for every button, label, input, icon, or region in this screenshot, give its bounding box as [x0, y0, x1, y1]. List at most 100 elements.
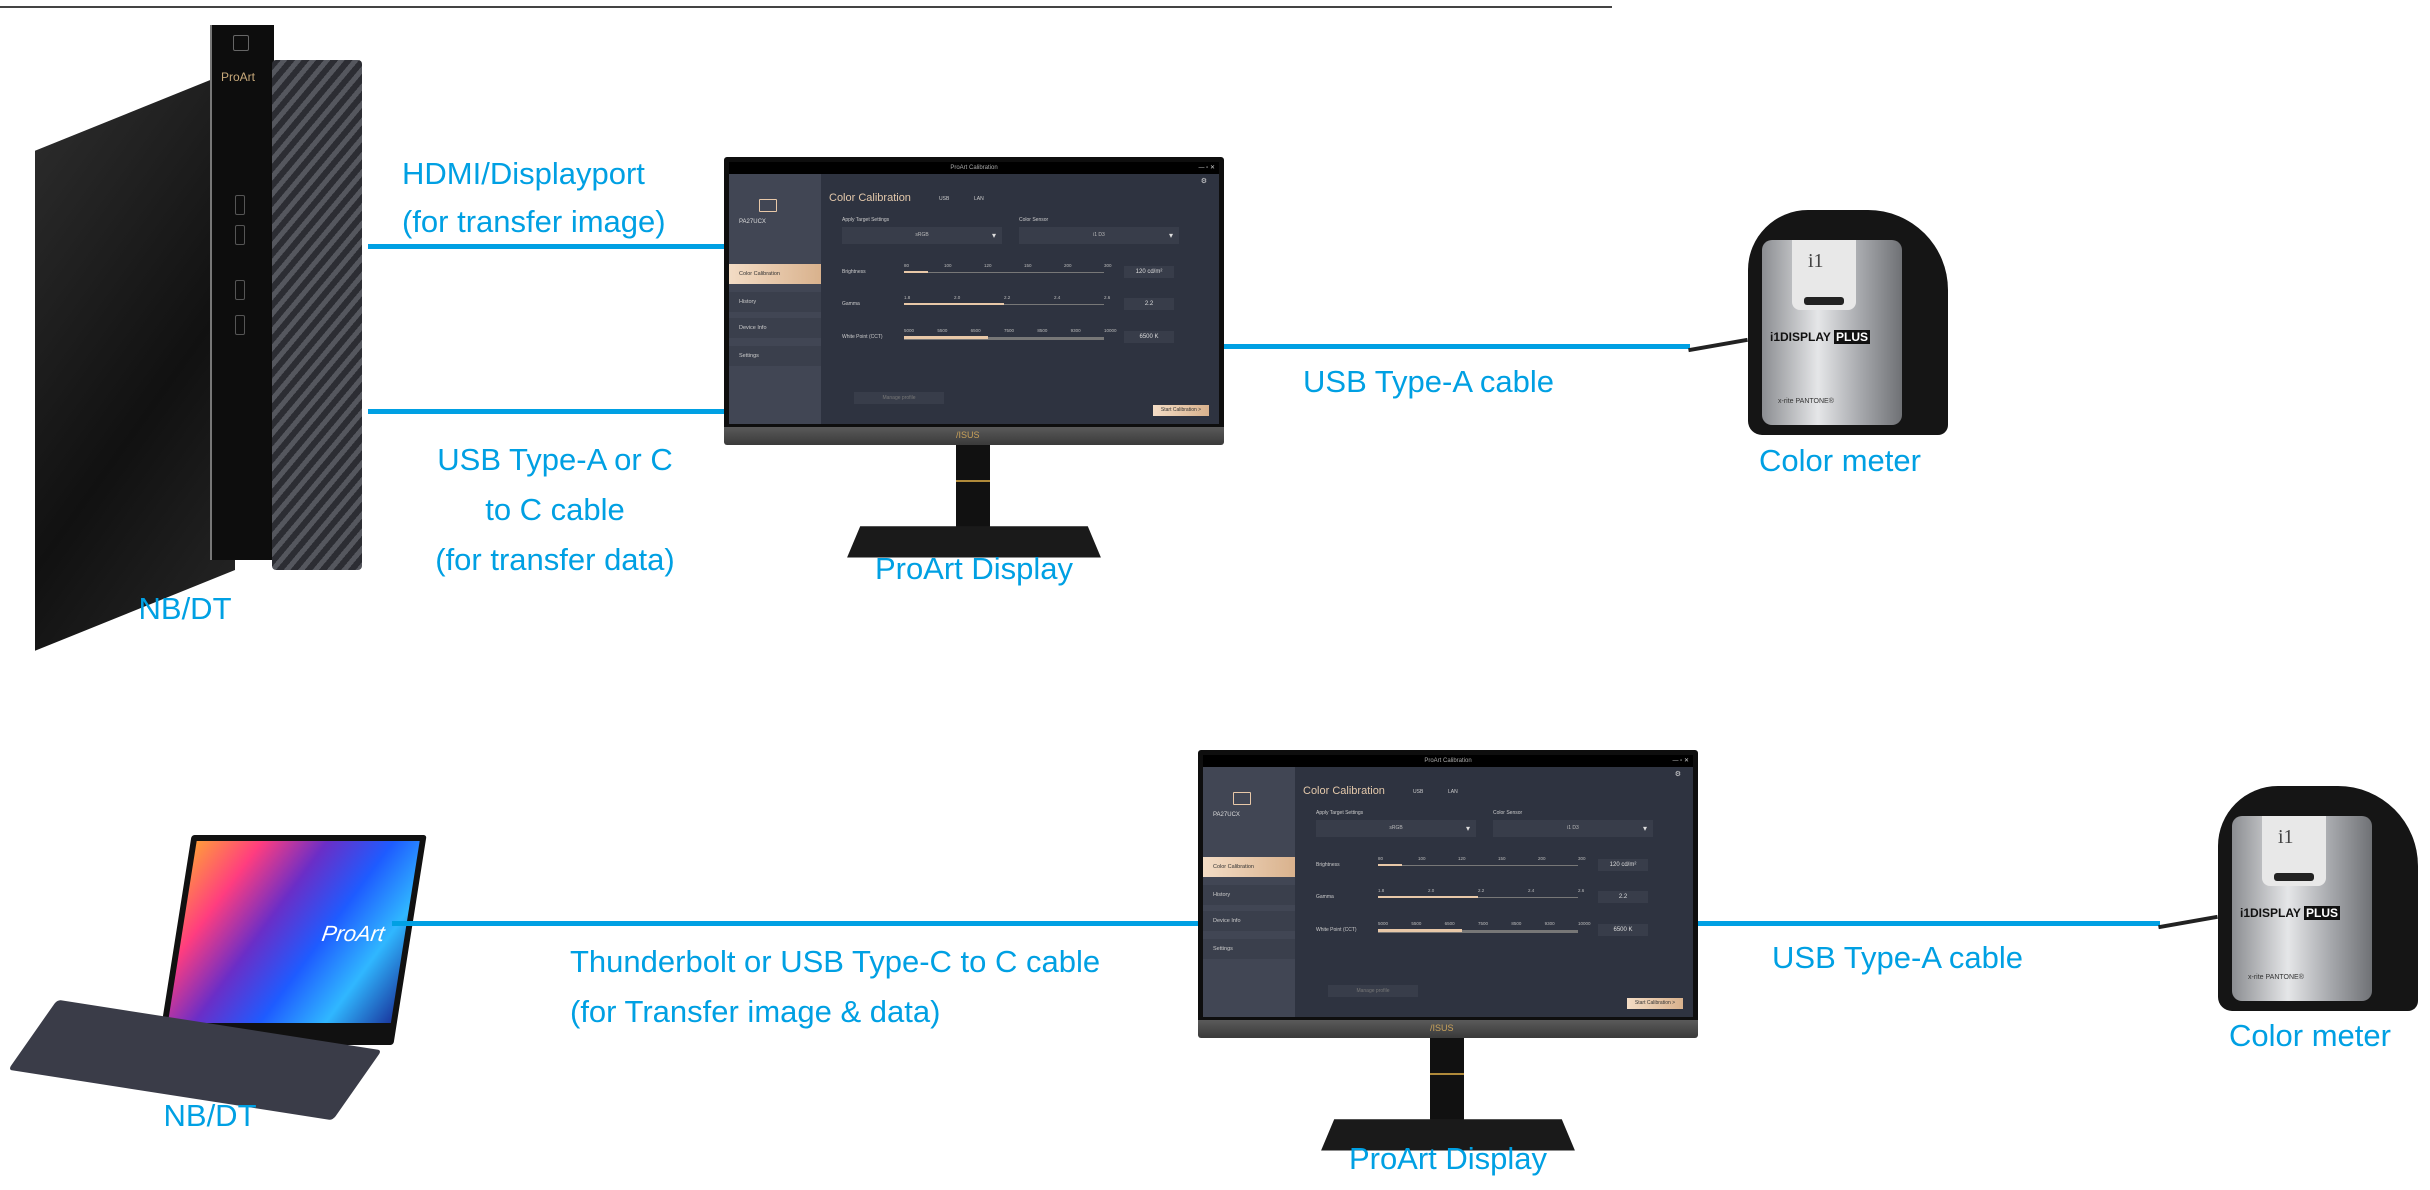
meter-wire-1 [1688, 337, 1748, 353]
slider-tick-label: 2.4 [1054, 295, 1061, 300]
tab-usb[interactable]: USB [1413, 789, 1424, 795]
sidebar-item-color-calibration[interactable]: Color Calibration [729, 264, 821, 284]
device-selector[interactable]: PA27UCX [1213, 812, 1240, 818]
tower-front-panel [210, 25, 274, 560]
source-label-1: NB/DT [138, 591, 232, 626]
color-sensor-dropdown[interactable]: i1 D3 [1019, 227, 1179, 244]
proart-display-1: ProArt Calibration — ▫ ✕ PA27UCX Color C… [724, 157, 1224, 597]
slider-tick-label: 5500 [937, 328, 948, 333]
slider-tick-label: 1.8 [904, 295, 911, 300]
usb-port-icon [235, 315, 245, 335]
hdmi-cable-label-2: (for transfer image) [402, 204, 666, 239]
tab-lan[interactable]: LAN [1448, 789, 1458, 795]
window-controls[interactable]: — ▫ ✕ [1672, 758, 1690, 764]
slider-tick-label: 6500 [970, 328, 981, 333]
slider-tick-label: 2.6 [1578, 888, 1585, 893]
slider-tick-label: 2.2 [1004, 295, 1011, 300]
window-controls[interactable]: — ▫ ✕ [1198, 165, 1216, 171]
meter-cable-line-2 [1698, 921, 2160, 926]
tab-usb[interactable]: USB [939, 196, 950, 202]
target-settings-label: Apply Target Settings [1316, 810, 1364, 816]
monitor-stand-neck [1430, 1038, 1464, 1123]
manage-profile-button[interactable]: Manage profile [854, 392, 944, 404]
hdmi-cable-label-1: HDMI/Displayport [402, 156, 645, 191]
display-label-1: ProArt Display [874, 551, 1074, 586]
slider-tick-label: 100 [1418, 856, 1426, 861]
slider-tick-label: 120 [984, 263, 992, 268]
slider-tick-label: 200 [1064, 263, 1072, 268]
color-sensor-dropdown[interactable]: i1 D3 [1493, 820, 1653, 837]
settings-gear-icon[interactable]: ⚙ [1200, 178, 1207, 185]
white-point-value: 6500 K [1124, 331, 1174, 343]
color-meter-2: i1 i1DISPLAY PLUS x-rite PANTONE® [2218, 786, 2418, 1016]
i1-logo-icon: i1 [1808, 250, 1824, 272]
slider-fill [904, 303, 1004, 305]
slider-tick-label: 10000 [1578, 921, 1591, 926]
slider-fill [904, 336, 988, 339]
slider-tick-label: 2.0 [1428, 888, 1435, 893]
usb-cable-label-2: to C cable [485, 492, 625, 527]
meter-model: i1DISPLAY PLUS [1770, 330, 1871, 344]
usb-port-icon [235, 280, 245, 300]
tab-lan[interactable]: LAN [974, 196, 984, 202]
laptop-image: ProArt [8, 825, 427, 1121]
sidebar-item-history[interactable]: History [729, 292, 821, 312]
proart-display-2: ProArt Calibration — ▫ ✕ PA27UCX Color C… [1198, 750, 1698, 1190]
tower-side-panel [35, 70, 235, 651]
monitor-icon [1233, 792, 1251, 805]
app-titlebar: ProArt Calibration [729, 162, 1219, 174]
target-settings-dropdown[interactable]: sRGB [1316, 820, 1476, 837]
app-main: ⚙ Color Calibration USB LAN Apply Target… [1298, 767, 1693, 1017]
calibration-app-screen: ProArt Calibration — ▫ ✕ PA27UCX Color C… [1203, 755, 1693, 1017]
slider-fill [1378, 864, 1402, 866]
tower-grille [272, 60, 362, 570]
slider-fill [904, 271, 928, 273]
start-calibration-button[interactable]: Start Calibration > [1627, 998, 1683, 1009]
meter-label-1: Color meter [1759, 443, 1921, 478]
display-label-2: ProArt Display [1348, 1141, 1548, 1176]
meter-model: i1DISPLAY PLUS [2240, 906, 2341, 920]
sidebar-item-device-info[interactable]: Device Info [1203, 911, 1295, 931]
meter-model-prefix: i1DISPLAY [1770, 330, 1831, 344]
device-selector[interactable]: PA27UCX [739, 219, 766, 225]
header-rule [0, 6, 1612, 8]
slider-tick-label: 5000 [904, 328, 915, 333]
laptop-brand: ProArt [320, 921, 387, 946]
monitor-bezel: ProArt Calibration — ▫ ✕ PA27UCX Color C… [724, 157, 1224, 437]
slider-tick-label: 5000 [1378, 921, 1389, 926]
thunderbolt-cable-label-2: (for Transfer image & data) [570, 994, 941, 1029]
slider-tick-label: 8500 [1037, 328, 1048, 333]
gamma-slider[interactable]: 1.8 2.0 2.2 2.4 2.6 [1378, 888, 1584, 898]
hdmi-cable-line [368, 244, 724, 249]
usb-cable-label-1: USB Type-A or C [437, 442, 673, 477]
app-sidebar: PA27UCX Color Calibration History Device… [1203, 767, 1295, 1017]
slider-tick-label: 1.8 [1378, 888, 1385, 893]
usb-cable-label-3: (for transfer data) [435, 542, 675, 577]
slider-fill [1378, 896, 1478, 898]
sidebar-item-settings[interactable]: Settings [729, 346, 821, 366]
target-settings-dropdown[interactable]: sRGB [842, 227, 1002, 244]
white-point-label: White Point (CCT) [1316, 927, 1357, 933]
slider-tick-label: 2.4 [1528, 888, 1535, 893]
slider-tick-label: 2.2 [1478, 888, 1485, 893]
meter-cable-label-2: USB Type-A cable [1772, 940, 2024, 975]
asus-logo: /ISUS [1430, 1023, 1454, 1033]
sidebar-item-history[interactable]: History [1203, 885, 1295, 905]
manage-profile-button[interactable]: Manage profile [1328, 985, 1418, 997]
meter-model-suffix: PLUS [1834, 330, 1871, 344]
settings-gear-icon[interactable]: ⚙ [1674, 771, 1681, 778]
start-calibration-button[interactable]: Start Calibration > [1153, 405, 1209, 416]
calibration-app-screen: ProArt Calibration — ▫ ✕ PA27UCX Color C… [729, 162, 1219, 424]
sidebar-item-device-info[interactable]: Device Info [729, 318, 821, 338]
meter-model-suffix: PLUS [2304, 906, 2341, 920]
sidebar-item-color-calibration[interactable]: Color Calibration [1203, 857, 1295, 877]
color-meter-1: i1 i1DISPLAY PLUS x-rite PANTONE® [1748, 210, 1948, 440]
slider-tick-label: 7500 [1004, 328, 1015, 333]
sidebar-item-settings[interactable]: Settings [1203, 939, 1295, 959]
page-title: Color Calibration [829, 192, 911, 204]
